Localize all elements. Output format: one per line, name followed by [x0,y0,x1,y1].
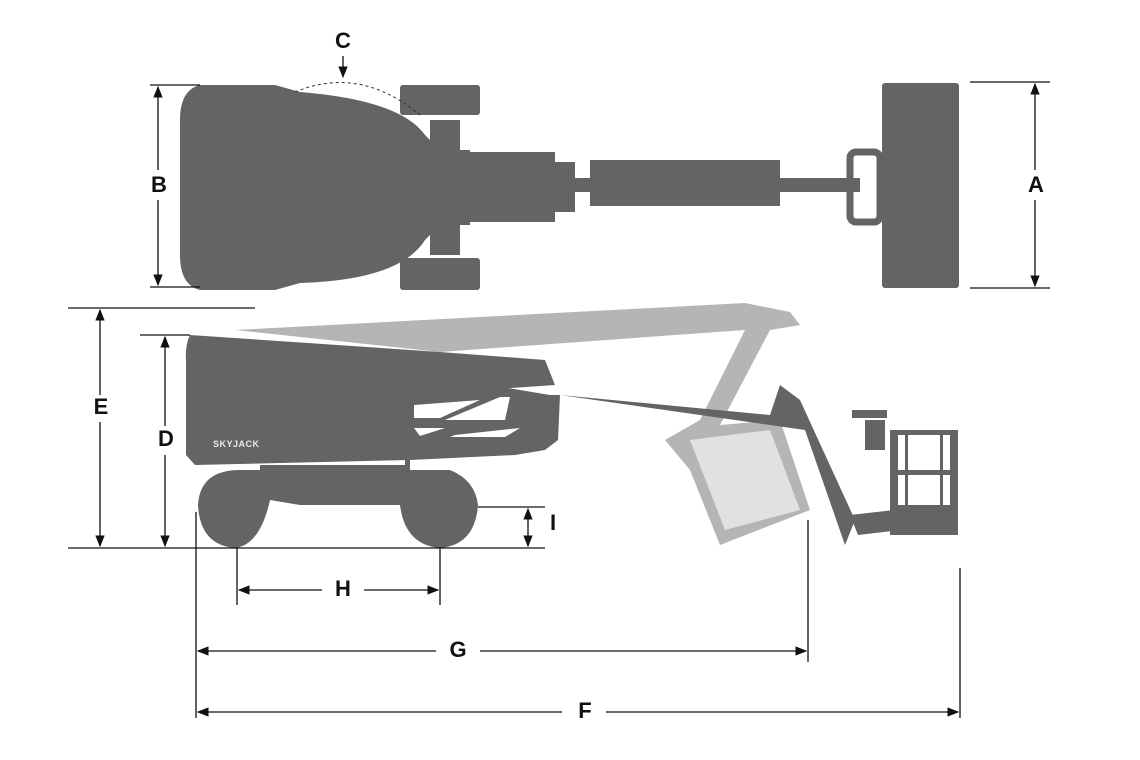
dimension-label-c: C [335,28,351,53]
extension-lines [68,307,961,718]
stowed-boom-ghost [235,303,810,545]
dimension-label-b: B [151,172,167,197]
dimension-d: D [158,335,174,548]
dimension-label-e: E [94,394,109,419]
dimension-a: A [970,81,1050,289]
dimension-label-d: D [158,426,174,451]
dimension-label-h: H [335,576,351,601]
dimension-e: E [94,308,109,548]
dimension-g: G [196,637,808,662]
dimension-label-a: A [1028,172,1044,197]
dimension-label-i: I [550,510,556,535]
dimension-i: I [523,507,556,548]
dimension-c: C [335,28,351,79]
dimension-label-g: G [449,637,466,662]
dimension-h: H [237,576,440,601]
skyjack-logo: SKYJACK [213,439,260,449]
dimension-f: F [196,698,960,723]
top-view-machine [180,82,959,290]
dimension-b: B [150,84,200,288]
dimension-label-f: F [578,698,591,723]
side-view-machine: SKYJACK [185,335,958,548]
